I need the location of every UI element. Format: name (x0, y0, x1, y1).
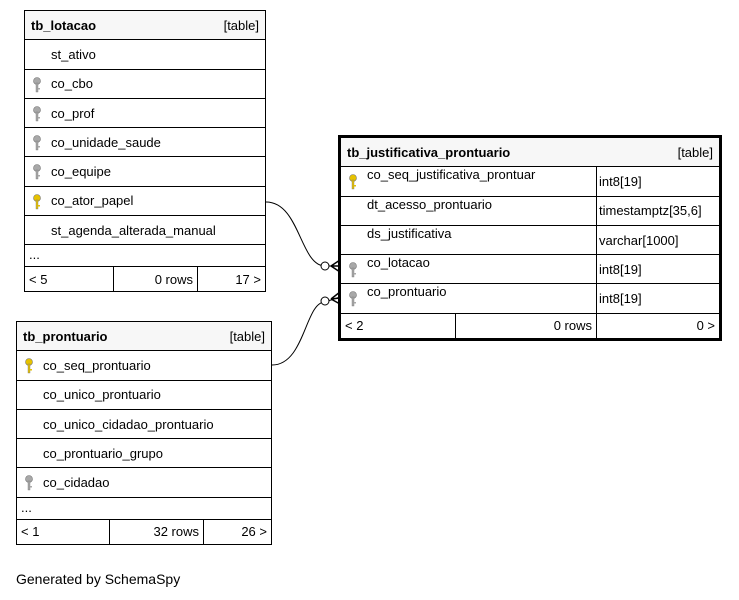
column-row[interactable]: co_prontuario_grupo (17, 439, 271, 469)
children-count[interactable]: 26 > (241, 524, 267, 540)
table-name: tb_prontuario (23, 328, 108, 344)
column-name-cell: ds_justificativa (341, 225, 597, 255)
table-tb-justificativa-prontuario[interactable]: tb_justificativa_prontuario [table] co_s… (338, 135, 722, 341)
table-footer: < 2 0 rows 0 > (341, 313, 719, 338)
parents-count[interactable]: < 2 (341, 313, 456, 338)
table-footer: < 5 0 rows 17 > (25, 267, 265, 292)
parents-count[interactable]: < 5 (25, 267, 114, 292)
column-row[interactable]: co_cidadao (17, 468, 271, 498)
column-name: co_seq_justificativa_prontuar (367, 167, 536, 183)
foreign-key-icon (349, 291, 357, 307)
column-row[interactable]: st_ativo (25, 40, 265, 70)
column-name: co_ator_papel (51, 193, 134, 209)
column-name: co_prof (51, 105, 95, 121)
column-name: co_unico_prontuario (43, 387, 161, 403)
relationship-lotacao (265, 201, 340, 267)
column-row[interactable]: co_seq_justificativa_prontuar int8[19] (341, 167, 719, 197)
column-name-cell: co_lotacao (341, 255, 597, 284)
more-columns: ... (25, 245, 265, 268)
table-header[interactable]: tb_justificativa_prontuario [table] (341, 138, 719, 168)
row-count: 0 rows (456, 313, 597, 338)
relationship-lotacao-optional-marker (320, 261, 330, 271)
foreign-key-icon (33, 106, 41, 122)
column-type: int8[19] (599, 173, 642, 189)
table-header[interactable]: tb_prontuario [table] (17, 322, 271, 352)
column-row[interactable]: co_cbo (25, 70, 265, 99)
primary-key-icon (25, 358, 33, 374)
column-type: int8[19] (599, 261, 642, 277)
column-name: co_equipe (51, 164, 111, 180)
foreign-key-icon (33, 164, 41, 180)
table-type: [table] (677, 144, 713, 160)
column-name: ds_justificativa (367, 225, 452, 241)
column-row[interactable]: ds_justificativa varchar[1000] (341, 225, 719, 256)
column-row[interactable]: co_equipe (25, 157, 265, 187)
primary-key-icon (349, 174, 357, 190)
foreign-key-icon (33, 76, 41, 92)
column-row[interactable]: co_prof (25, 99, 265, 129)
column-name: co_seq_prontuario (43, 357, 151, 373)
column-row[interactable]: co_lotacao int8[19] (341, 255, 719, 285)
column-name-cell: co_seq_justificativa_prontuar (341, 167, 597, 196)
ellipsis-text: ... (29, 247, 40, 263)
column-name: co_prontuario_grupo (43, 445, 163, 461)
column-name: st_agenda_alterada_manual (51, 222, 216, 238)
children-count[interactable]: 0 > (696, 318, 715, 334)
column-row[interactable]: co_unidade_saude (25, 128, 265, 158)
table-name: tb_lotacao (31, 17, 97, 33)
column-type: int8[19] (599, 291, 642, 307)
more-columns: ... (17, 498, 271, 520)
column-row[interactable]: st_agenda_alterada_manual (25, 216, 265, 246)
column-name: co_unidade_saude (51, 134, 161, 150)
column-name-cell: dt_acesso_prontuario (341, 196, 597, 225)
column-type: varchar[1000] (599, 232, 679, 248)
column-row[interactable]: co_seq_prontuario (17, 351, 271, 381)
table-type: [table] (229, 328, 265, 344)
column-name: co_cbo (51, 76, 93, 92)
generated-by-text: Generated by SchemaSpy (16, 571, 181, 587)
parents-count[interactable]: < 1 (17, 519, 110, 544)
column-row[interactable]: dt_acesso_prontuario timestamptz[35,6] (341, 196, 719, 226)
foreign-key-icon (25, 475, 33, 491)
table-tb-lotacao[interactable]: tb_lotacao [table] st_ativo co_cbo co_prof… (24, 10, 266, 293)
table-header[interactable]: tb_lotacao [table] (25, 11, 265, 41)
relationship-prontuario-optional-marker (320, 296, 330, 306)
column-name: co_lotacao (367, 255, 430, 271)
column-row[interactable]: co_ator_papel (25, 187, 265, 217)
column-row[interactable]: co_prontuario int8[19] (341, 284, 719, 314)
column-type: timestamptz[35,6] (599, 203, 702, 219)
column-row[interactable]: co_unico_cidadao_prontuario (17, 410, 271, 440)
table-type: [table] (223, 17, 259, 33)
row-count: 0 rows (114, 267, 198, 292)
row-count: 32 rows (110, 519, 204, 544)
column-name: co_cidadao (43, 475, 110, 491)
column-name: co_prontuario (367, 284, 447, 300)
primary-key-icon (33, 193, 41, 209)
column-name: st_ativo (51, 46, 96, 62)
table-name: tb_justificativa_prontuario (347, 144, 511, 160)
column-name: co_unico_cidadao_prontuario (43, 416, 214, 432)
children-count[interactable]: 17 > (235, 271, 261, 287)
relationship-prontuario (271, 296, 341, 366)
column-name-cell: co_prontuario (341, 284, 597, 313)
foreign-key-icon (33, 135, 41, 151)
table-footer: < 1 32 rows 26 > (17, 519, 271, 544)
column-row[interactable]: co_unico_prontuario (17, 381, 271, 410)
column-name: dt_acesso_prontuario (367, 196, 493, 212)
foreign-key-icon (349, 262, 357, 278)
ellipsis-text: ... (21, 499, 32, 515)
